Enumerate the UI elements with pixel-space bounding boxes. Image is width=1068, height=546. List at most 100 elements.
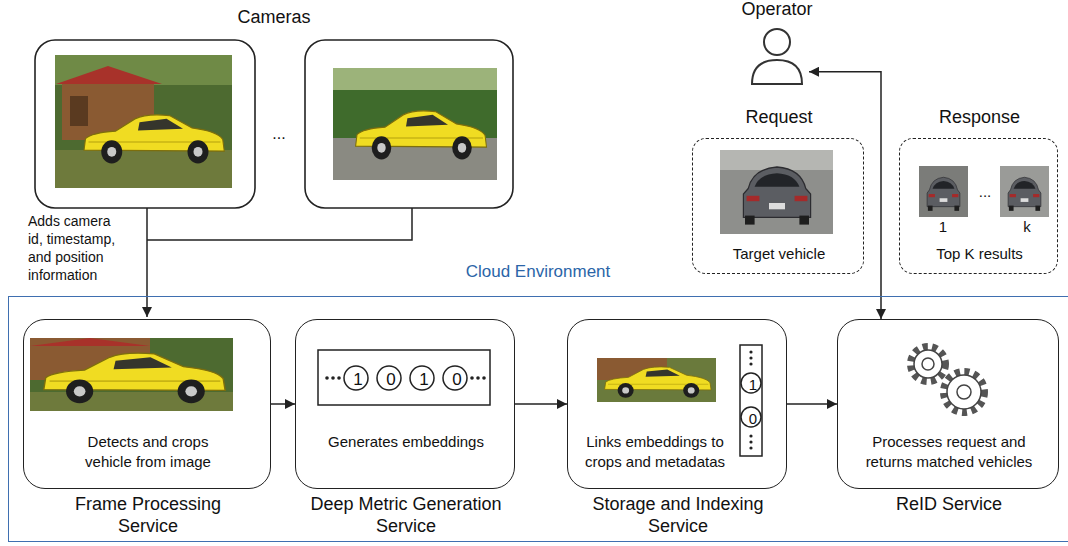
camera-photo <box>333 68 497 180</box>
gear-icon <box>914 350 942 378</box>
embedding-vector <box>337 376 341 380</box>
camera-wire <box>147 208 412 240</box>
service-box: Detects and crops vehicle from imageFram… <box>23 319 271 489</box>
embedding-vector <box>482 376 486 380</box>
vehicle-photo <box>743 167 810 225</box>
gear-icon <box>922 358 934 370</box>
embedding-vector <box>410 366 434 390</box>
result-thumbnail <box>1008 177 1041 211</box>
camera-photo <box>56 66 162 84</box>
result-thumbnail <box>927 177 960 211</box>
gear-icon <box>944 372 984 412</box>
vehicle-photo <box>720 150 833 234</box>
service-name: ReID Service <box>849 493 1049 515</box>
camera-photo <box>55 55 232 85</box>
camera-wire <box>147 208 412 317</box>
embedding-vector <box>749 434 752 437</box>
person-icon <box>752 60 802 84</box>
actor-name: Operator <box>717 0 837 20</box>
panel-caption: Top K results <box>900 244 1059 264</box>
panel-caption: Target vehicle <box>693 244 865 264</box>
service-name: Frame Processing Service <box>58 493 238 537</box>
group-heading: Cameras <box>214 6 334 28</box>
service-description: Links embeddings to crops and metadatas <box>578 432 732 472</box>
embedding-vector <box>318 350 490 405</box>
embedding-vector <box>740 345 762 456</box>
ellipsis: ... <box>970 183 1000 201</box>
camera-photo <box>55 55 232 188</box>
embedding-vector <box>749 362 752 365</box>
service-description: Generates embeddings <box>306 432 506 452</box>
vehicle-crop <box>597 358 716 402</box>
embedding-vector <box>740 345 762 456</box>
vehicle-photo <box>30 338 233 411</box>
flow-arrow <box>515 403 567 405</box>
vector-digit: 1 <box>348 370 368 390</box>
embedding-vector <box>749 350 752 449</box>
service-description: Processes request and returns matched ve… <box>856 432 1042 472</box>
gear-icon <box>911 347 945 381</box>
service-box: Processes request and returns matched ve… <box>837 319 1059 489</box>
operator-actor: Operator <box>748 24 806 86</box>
camera-frame <box>35 40 255 208</box>
embedding-vector <box>331 376 335 380</box>
gear-icon <box>947 375 981 409</box>
result-thumbnail <box>1000 166 1049 217</box>
gear-icon <box>911 347 984 412</box>
vehicle-photo <box>30 338 233 411</box>
vector-digit: 0 <box>447 370 467 390</box>
request-panel: RequestTarget vehicle <box>692 138 864 274</box>
vector-digit: 0 <box>743 409 763 429</box>
ellipsis: ... <box>266 124 292 144</box>
flow-arrow <box>271 403 295 405</box>
vector-digit: 1 <box>414 370 434 390</box>
response-panel: Response1...kTop K results <box>899 138 1058 274</box>
camera-frame <box>305 40 513 208</box>
embedding-vector <box>318 350 490 405</box>
embedding-vector <box>344 366 368 390</box>
region-title: Cloud Environment <box>438 262 638 282</box>
embedding-vector <box>476 376 480 380</box>
embedding-vector <box>749 446 752 449</box>
service-name: Deep Metric Generation Service <box>291 493 521 537</box>
panel-heading: Response <box>900 106 1059 128</box>
rank-number: 1 <box>933 218 953 236</box>
flow-arrow <box>787 403 837 405</box>
panel-heading: Request <box>693 106 865 128</box>
vehicle-crop <box>605 367 712 398</box>
person-icon <box>752 29 802 84</box>
result-thumbnail <box>919 166 1049 217</box>
result-thumbnail <box>919 166 968 217</box>
embedding-vector <box>749 440 752 443</box>
camera-wire <box>146 208 148 317</box>
vehicle-photo <box>30 338 150 346</box>
gear-icon <box>957 385 971 399</box>
vector-digit: 1 <box>743 375 763 395</box>
camera-photo <box>356 111 487 160</box>
camera-photo <box>84 115 224 164</box>
embedding-vector <box>749 356 752 359</box>
vector-digit: 0 <box>381 370 401 390</box>
vehicle-crop <box>597 358 716 402</box>
flow-arrow <box>809 72 881 319</box>
service-description: Detects and crops vehicle from image <box>63 432 233 472</box>
embedding-vector <box>470 376 474 380</box>
camera-photo <box>333 68 497 90</box>
person-icon <box>764 29 790 55</box>
service-name: Storage and Indexing Service <box>578 493 778 537</box>
service-box: Links embeddings to crops and metadatasS… <box>567 319 787 489</box>
cloud-region: Cloud EnvironmentDetects and crops vehic… <box>8 296 1068 542</box>
embedding-vector <box>377 366 401 390</box>
camera-frame <box>35 40 513 208</box>
camera-photo <box>55 55 232 188</box>
camera-photo <box>70 96 88 126</box>
embedding-vector <box>749 350 752 353</box>
vehicle-photo <box>720 150 833 234</box>
rank-number: k <box>1017 218 1037 236</box>
service-box: Generates embeddingsDeep Metric Generati… <box>295 319 515 489</box>
vehicle-photo <box>44 353 225 403</box>
annotation: Adds camera id, timestamp, and position … <box>28 212 124 284</box>
embedding-vector <box>443 366 467 390</box>
embedding-vector <box>325 376 329 380</box>
